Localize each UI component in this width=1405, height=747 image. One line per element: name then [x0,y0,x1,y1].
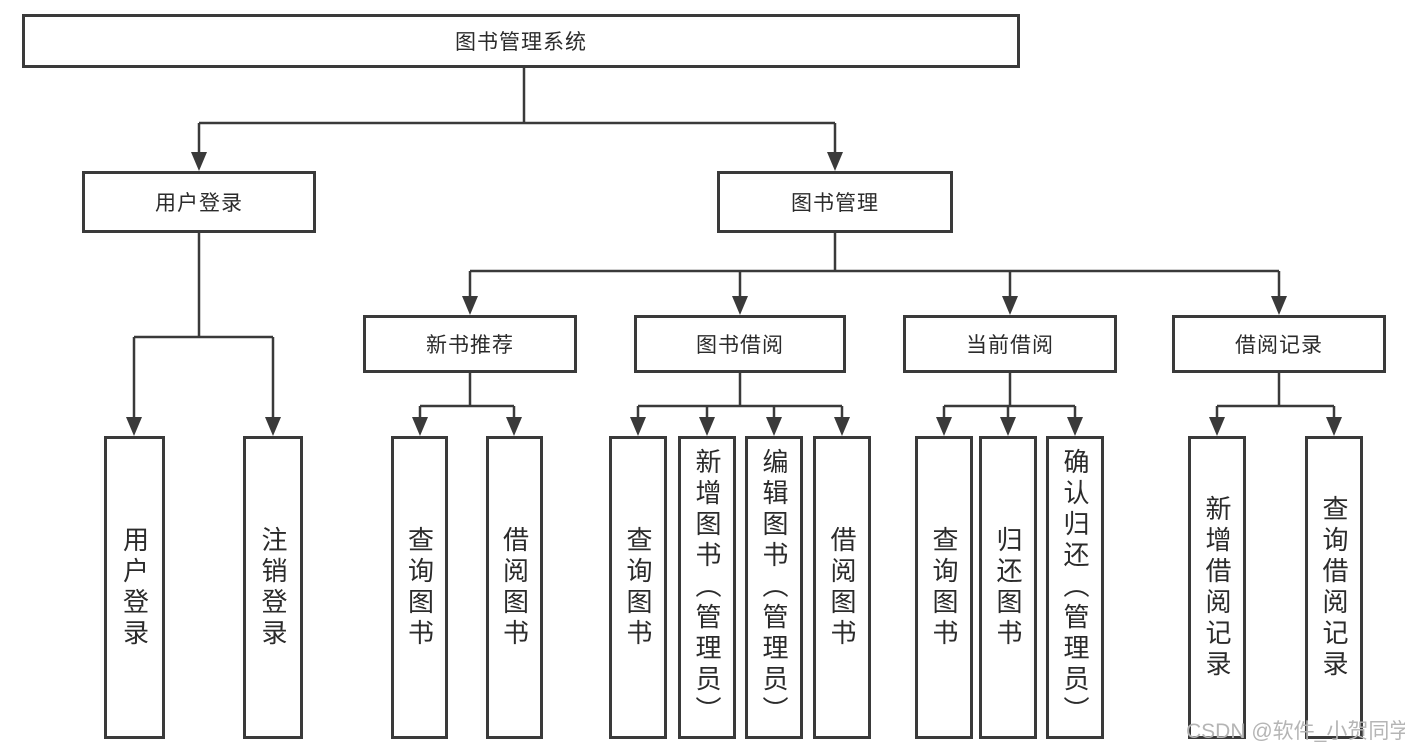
leaf-borrow-edit-book-label: 编辑图书（管理员） [759,448,789,727]
leaf-current-return: 归还图书 [979,436,1037,739]
leaf-borrow-borrow-book: 借阅图书 [813,436,871,739]
leaf-records-query: 查询借阅记录 [1305,436,1363,739]
leaf-borrow-edit-book: 编辑图书（管理员） [745,436,803,739]
leaf-current-query-label: 查询图书 [929,525,959,650]
leaf-user-login: 用户登录 [104,436,165,739]
node-user-login-label: 用户登录 [155,192,243,215]
node-borrow-records: 借阅记录 [1172,315,1386,373]
node-current-borrow: 当前借阅 [903,315,1117,373]
csdn-watermark: CSDN @软件_小贺同学 [1186,720,1405,743]
node-book-borrow: 图书借阅 [634,315,846,373]
leaf-current-confirm-return-label: 确认归还（管理员） [1060,448,1090,727]
leaf-records-query-label: 查询借阅记录 [1319,494,1349,681]
leaf-records-add: 新增借阅记录 [1188,436,1246,739]
leaf-records-add-label: 新增借阅记录 [1202,494,1232,681]
leaf-borrow-add-book: 新增图书（管理员） [678,436,736,739]
leaf-logout: 注销登录 [243,436,303,739]
leaf-newbooks-query-label: 查询图书 [404,525,435,650]
leaf-newbooks-borrow-label: 借阅图书 [499,525,530,650]
leaf-borrow-borrow-book-label: 借阅图书 [827,525,857,650]
leaf-current-confirm-return: 确认归还（管理员） [1046,436,1104,739]
node-root-label: 图书管理系统 [455,31,587,54]
leaf-newbooks-query: 查询图书 [391,436,448,739]
leaf-user-login-label: 用户登录 [119,525,150,650]
node-book-management: 图书管理 [717,171,953,233]
leaf-logout-label: 注销登录 [258,525,288,650]
leaf-borrow-query: 查询图书 [609,436,667,739]
leaf-borrow-query-label: 查询图书 [623,525,653,650]
node-new-book-recommend: 新书推荐 [363,315,577,373]
leaf-borrow-add-book-label: 新增图书（管理员） [692,448,722,727]
node-borrow-records-label: 借阅记录 [1235,334,1323,357]
node-root: 图书管理系统 [22,14,1020,68]
node-current-borrow-label: 当前借阅 [966,334,1054,357]
leaf-current-return-label: 归还图书 [993,525,1023,650]
node-new-book-recommend-label: 新书推荐 [426,334,514,357]
node-book-management-label: 图书管理 [791,192,879,215]
node-book-borrow-label: 图书借阅 [696,334,784,357]
node-user-login: 用户登录 [82,171,316,233]
leaf-newbooks-borrow: 借阅图书 [486,436,543,739]
leaf-current-query: 查询图书 [915,436,973,739]
